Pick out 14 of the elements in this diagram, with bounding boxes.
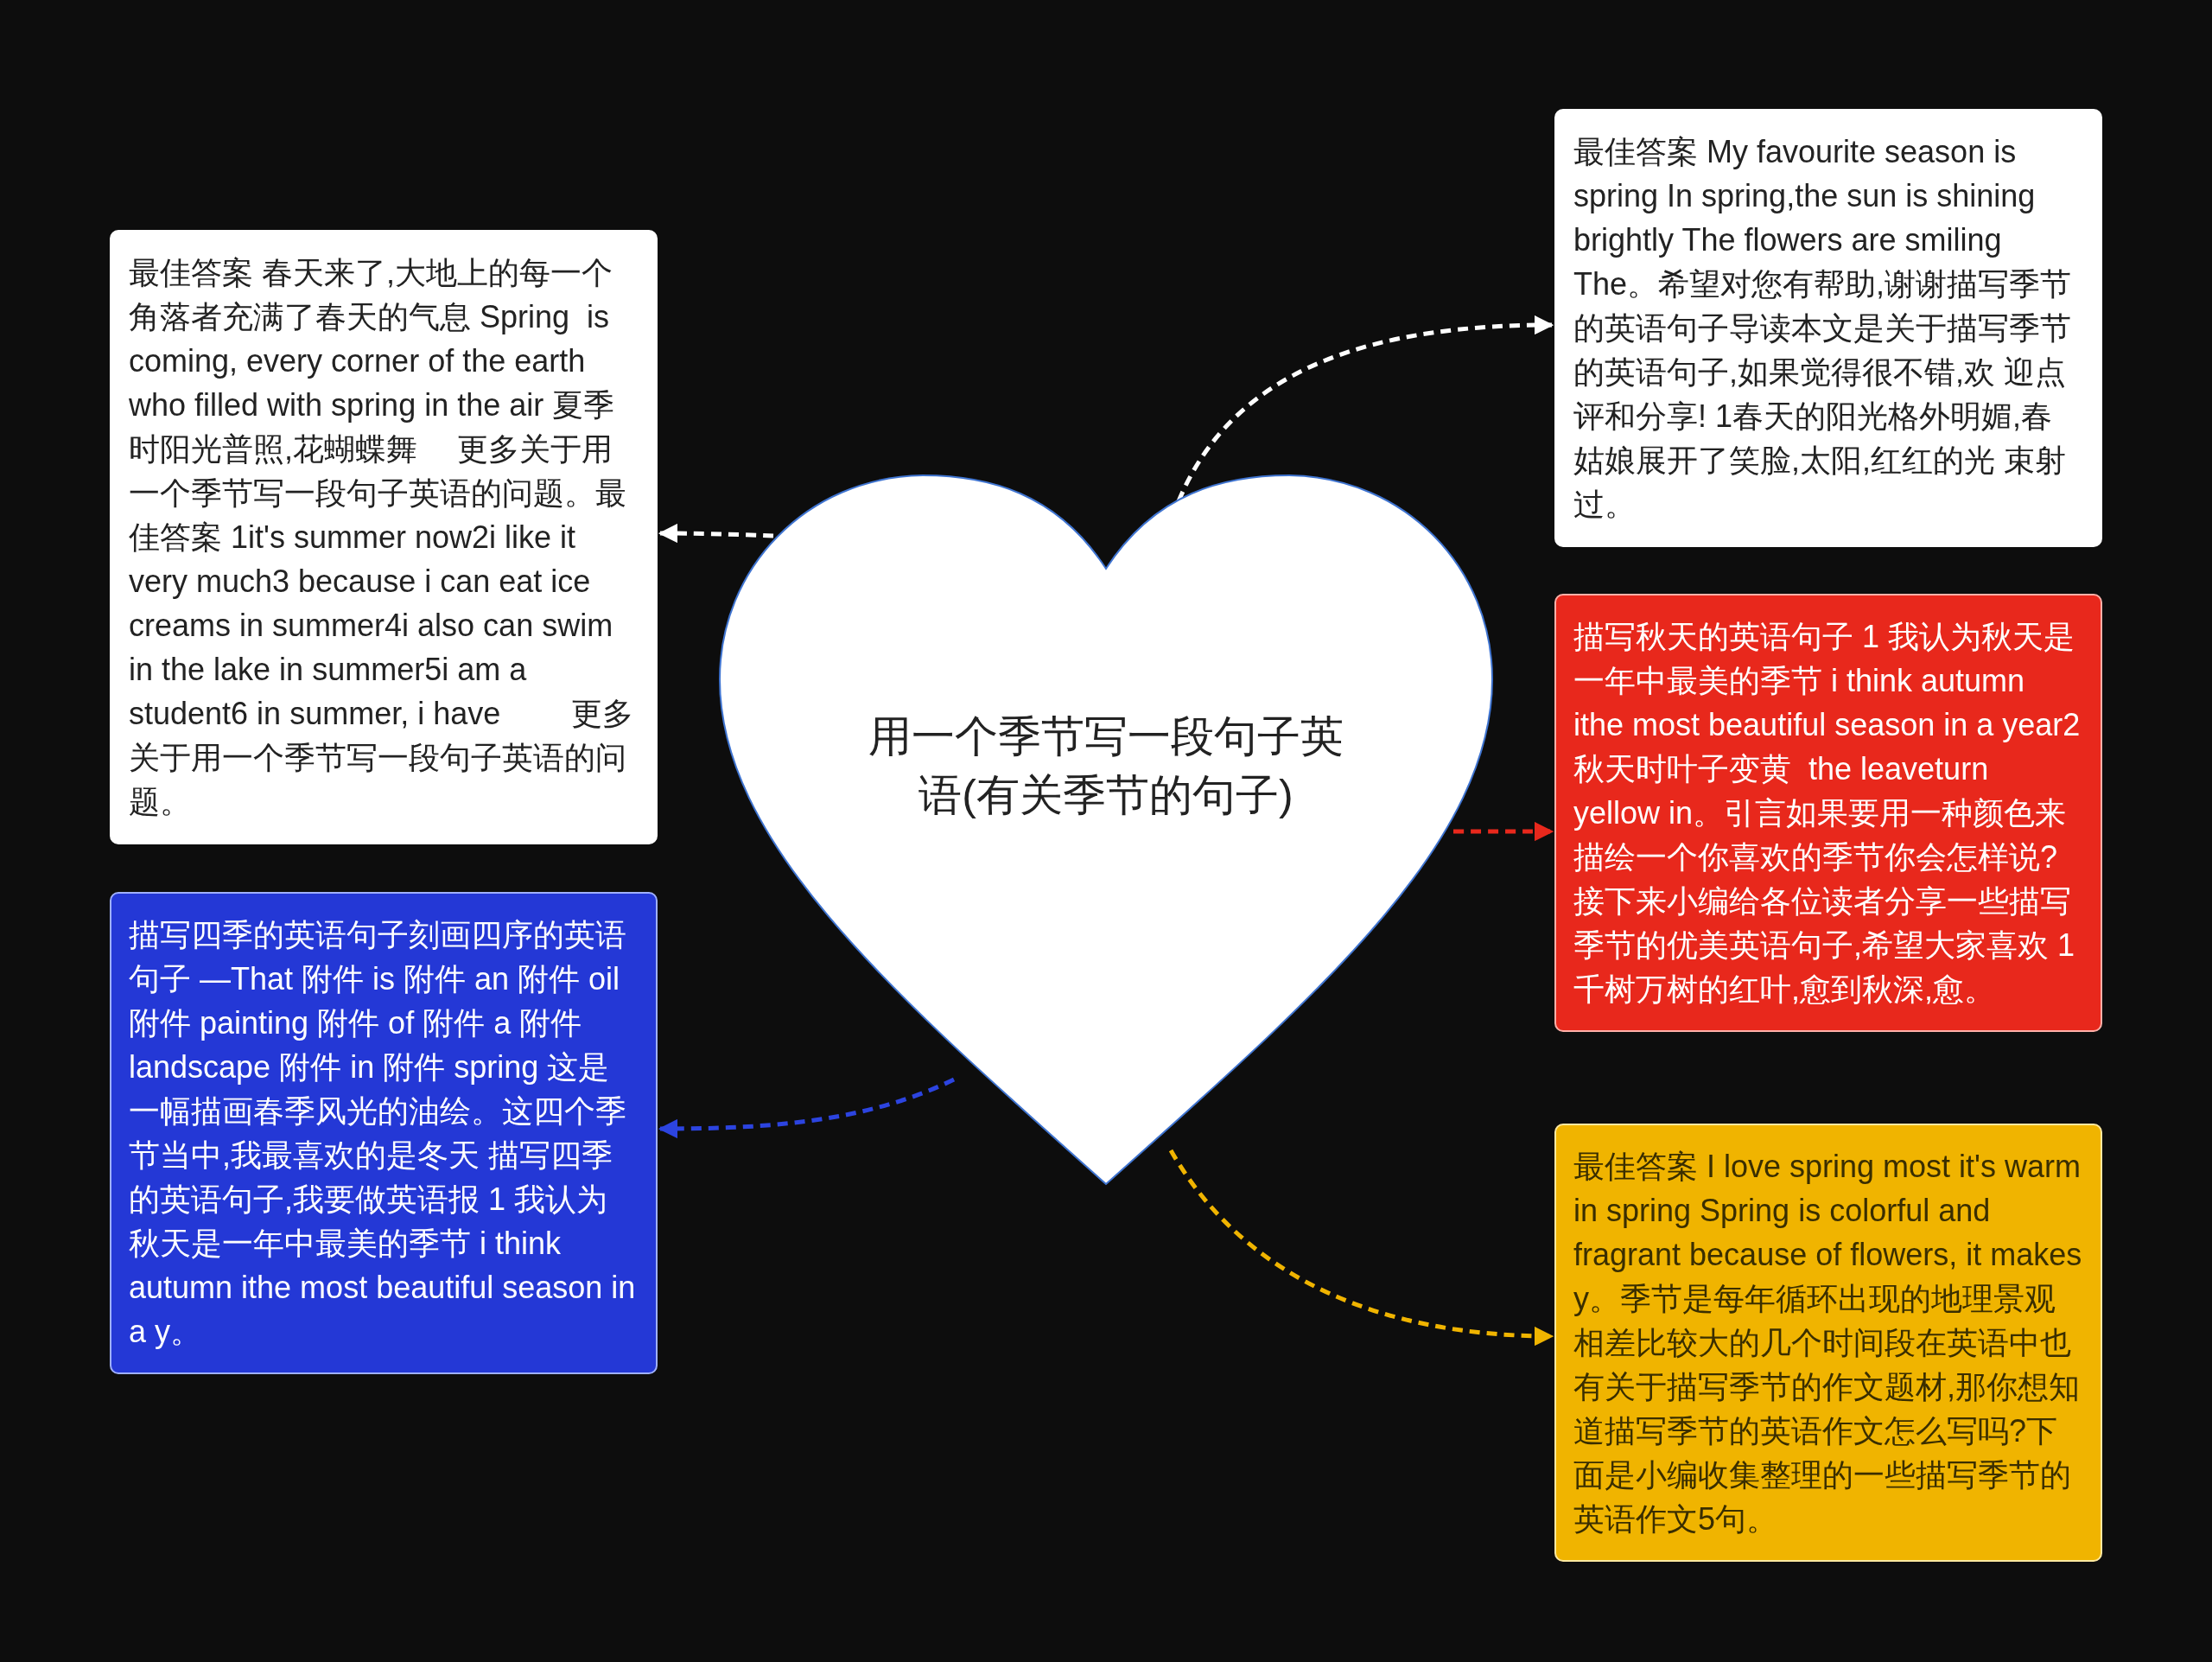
dashed-arrow	[1453, 821, 1554, 842]
dashed-arrow	[1168, 1149, 1554, 1346]
note-card	[1554, 1124, 2102, 1562]
note-card	[110, 892, 658, 1374]
dashed-arrow	[658, 523, 774, 544]
dashed-arrow	[658, 1077, 956, 1139]
topic-title: 用一个季节写一段句子英语(有关季节的句子)	[868, 711, 1344, 821]
note-text: 最佳答案 My favourite season is spring In spring,the sun is shining brightly The flowers are smiling The。希望对您有帮助,谢谢描写季节的英语句子导读本文是关于描写季节的英语句子,如果觉得很不错,欢 迎点评和分享! 1春天的阳光格外明媚,春姑娘展开了笑脸,太阳,红红的光 束射过。	[1573, 133, 2073, 524]
note-text: 描写四季的英语句子刻画四序的英语句子 —That 附件 is 附件 an 附件 oil 附件 painting 附件 of 附件 a 附件 landscape 附件 in 附件 spring 这是一幅描画春季风光的油绘。这四个季节当中,我最喜欢的是冬天 描写四季的英语句子,我要做英语报 1 我认为秋天是一年中最美的季节 i think autumn ithe most beautiful season in a y。	[129, 916, 637, 1351]
note-text: 描写秋天的英语句子 1 我认为秋天是一年中最美的季节 i think autumn ithe most beautiful season in a year2 秋天时叶子变黄 the leaveturn yellow in。引言如果要用一种颜色来描绘一个你喜欢的季节你会怎样说?接下来小编给各位读者分享一些描写季节的优美英语句子,希望大家喜欢 1千树万树的红叶,愈到秋深,愈。	[1573, 618, 2082, 1009]
note-card	[1554, 594, 2102, 1032]
note-card	[1554, 109, 2102, 547]
note-text: 最佳答案 春天来了,大地上的每一个角落者充满了春天的气息 Spring is coming, every corner of the earth who filled with spring in the air 夏季时阳光普照,花蝴蝶舞 更多关于用一个季节写一段句子英语的问题。最佳答案 1it's summer now2i like it very much3 because i can eat ice creams in summer4i also can swim in the lake in summer5i am a student6 in summer, i have 更多关于用一个季节写一段句子英语的问题。	[129, 254, 635, 821]
note-text: 最佳答案 I love spring most it's warm in spring Spring is colorful and fragrant because of flowers, it makes y。季节是每年循环出现的地理景观相差比较大的几个时间段在英语中也有关于描写季节的作文题材,那你想知道描写季节的英语作文怎么写吗?下面是小编收集整理的一些描写季节的英语作文5句。	[1573, 1148, 2083, 1538]
